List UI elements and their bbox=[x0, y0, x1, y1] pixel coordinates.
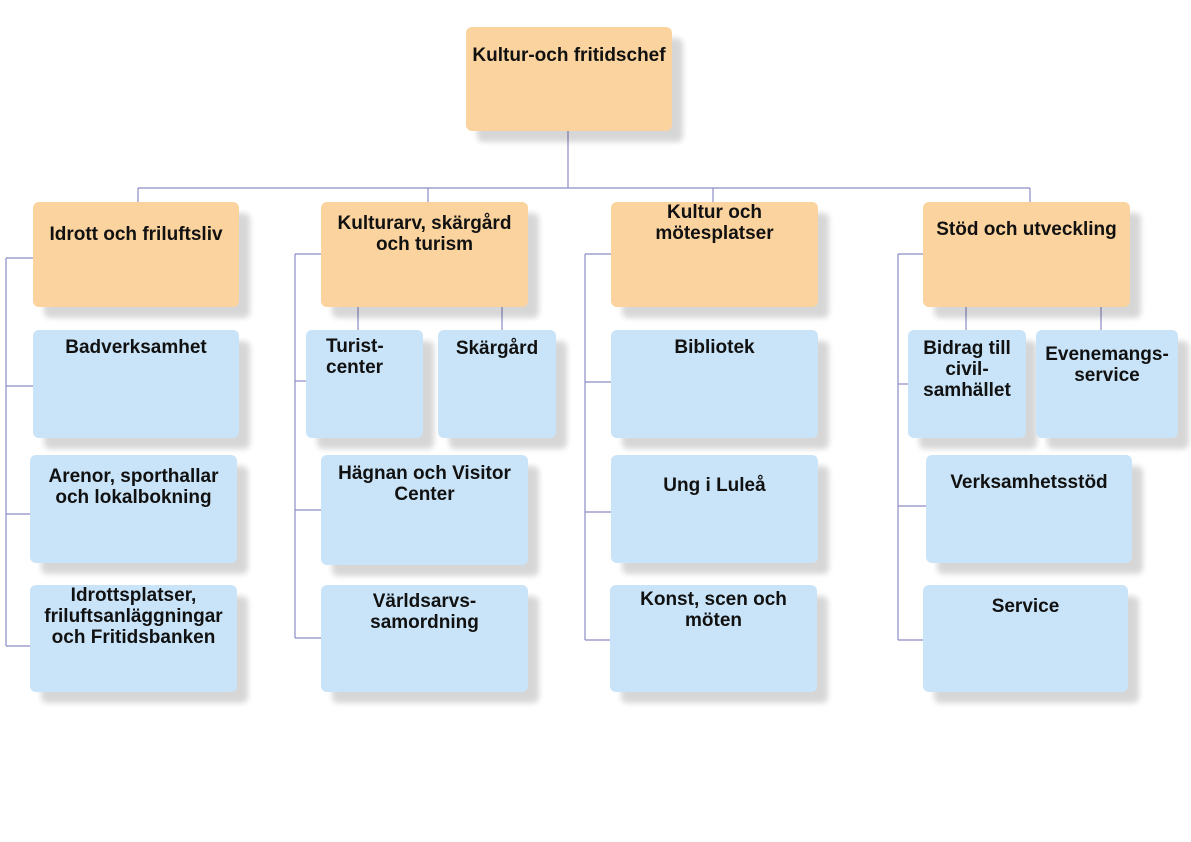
unit-arenor: Arenor, sporthallar och lokalbokning bbox=[30, 455, 237, 563]
unit-label: Turist-center bbox=[326, 336, 384, 378]
department-label: Stöd och utveckling bbox=[936, 219, 1117, 240]
unit-skargard: Skärgård bbox=[438, 330, 556, 438]
unit-label: Idrottsplatser, friluftsanläggningar och… bbox=[44, 585, 223, 648]
unit-idrottsplatser: Idrottsplatser, friluftsanläggningar och… bbox=[30, 585, 237, 692]
unit-label: Världsarvs-samordning bbox=[370, 591, 479, 633]
root-node: Kultur-och fritidschef bbox=[466, 27, 672, 131]
department-label: Idrott och friluftsliv bbox=[49, 224, 223, 245]
unit-hagnan: Hägnan och Visitor Center bbox=[321, 455, 528, 565]
department-kulturarv: Kulturarv, skärgård och turism bbox=[321, 202, 528, 307]
unit-label: Verksamhetsstöd bbox=[950, 472, 1108, 493]
unit-label: Evenemangs-service bbox=[1045, 344, 1169, 386]
unit-turist-center: Turist-center bbox=[306, 330, 423, 438]
department-label: Kultur och mötesplatser bbox=[655, 202, 774, 244]
unit-konst-scen: Konst, scen och möten bbox=[610, 585, 817, 692]
unit-ung-i-lulea: Ung i Luleå bbox=[611, 455, 818, 563]
unit-service: Service bbox=[923, 585, 1128, 692]
unit-verksamhetsstod: Verksamhetsstöd bbox=[926, 455, 1132, 563]
unit-label: Ung i Luleå bbox=[663, 475, 766, 496]
unit-label: Service bbox=[991, 596, 1060, 617]
unit-label: Skärgård bbox=[455, 338, 539, 359]
unit-badverksamhet: Badverksamhet bbox=[33, 330, 239, 438]
unit-label: Konst, scen och möten bbox=[640, 589, 787, 631]
department-label: Kulturarv, skärgård och turism bbox=[337, 213, 512, 255]
unit-label: Arenor, sporthallar och lokalbokning bbox=[48, 466, 219, 508]
unit-label: Hägnan och Visitor Center bbox=[338, 463, 511, 505]
unit-label: Badverksamhet bbox=[65, 337, 207, 358]
unit-bibliotek: Bibliotek bbox=[611, 330, 818, 438]
unit-label: Bibliotek bbox=[674, 337, 755, 358]
unit-evenemang: Evenemangs-service bbox=[1036, 330, 1178, 438]
root-label: Kultur-och fritidschef bbox=[472, 45, 666, 66]
department-idrott: Idrott och friluftsliv bbox=[33, 202, 239, 307]
department-kultur: Kultur och mötesplatser bbox=[611, 202, 818, 307]
unit-bidrag: Bidrag till civil-samhället bbox=[908, 330, 1026, 438]
unit-label: Bidrag till civil-samhället bbox=[923, 338, 1011, 401]
department-stod: Stöd och utveckling bbox=[923, 202, 1130, 307]
unit-varldsarv: Världsarvs-samordning bbox=[321, 585, 528, 692]
